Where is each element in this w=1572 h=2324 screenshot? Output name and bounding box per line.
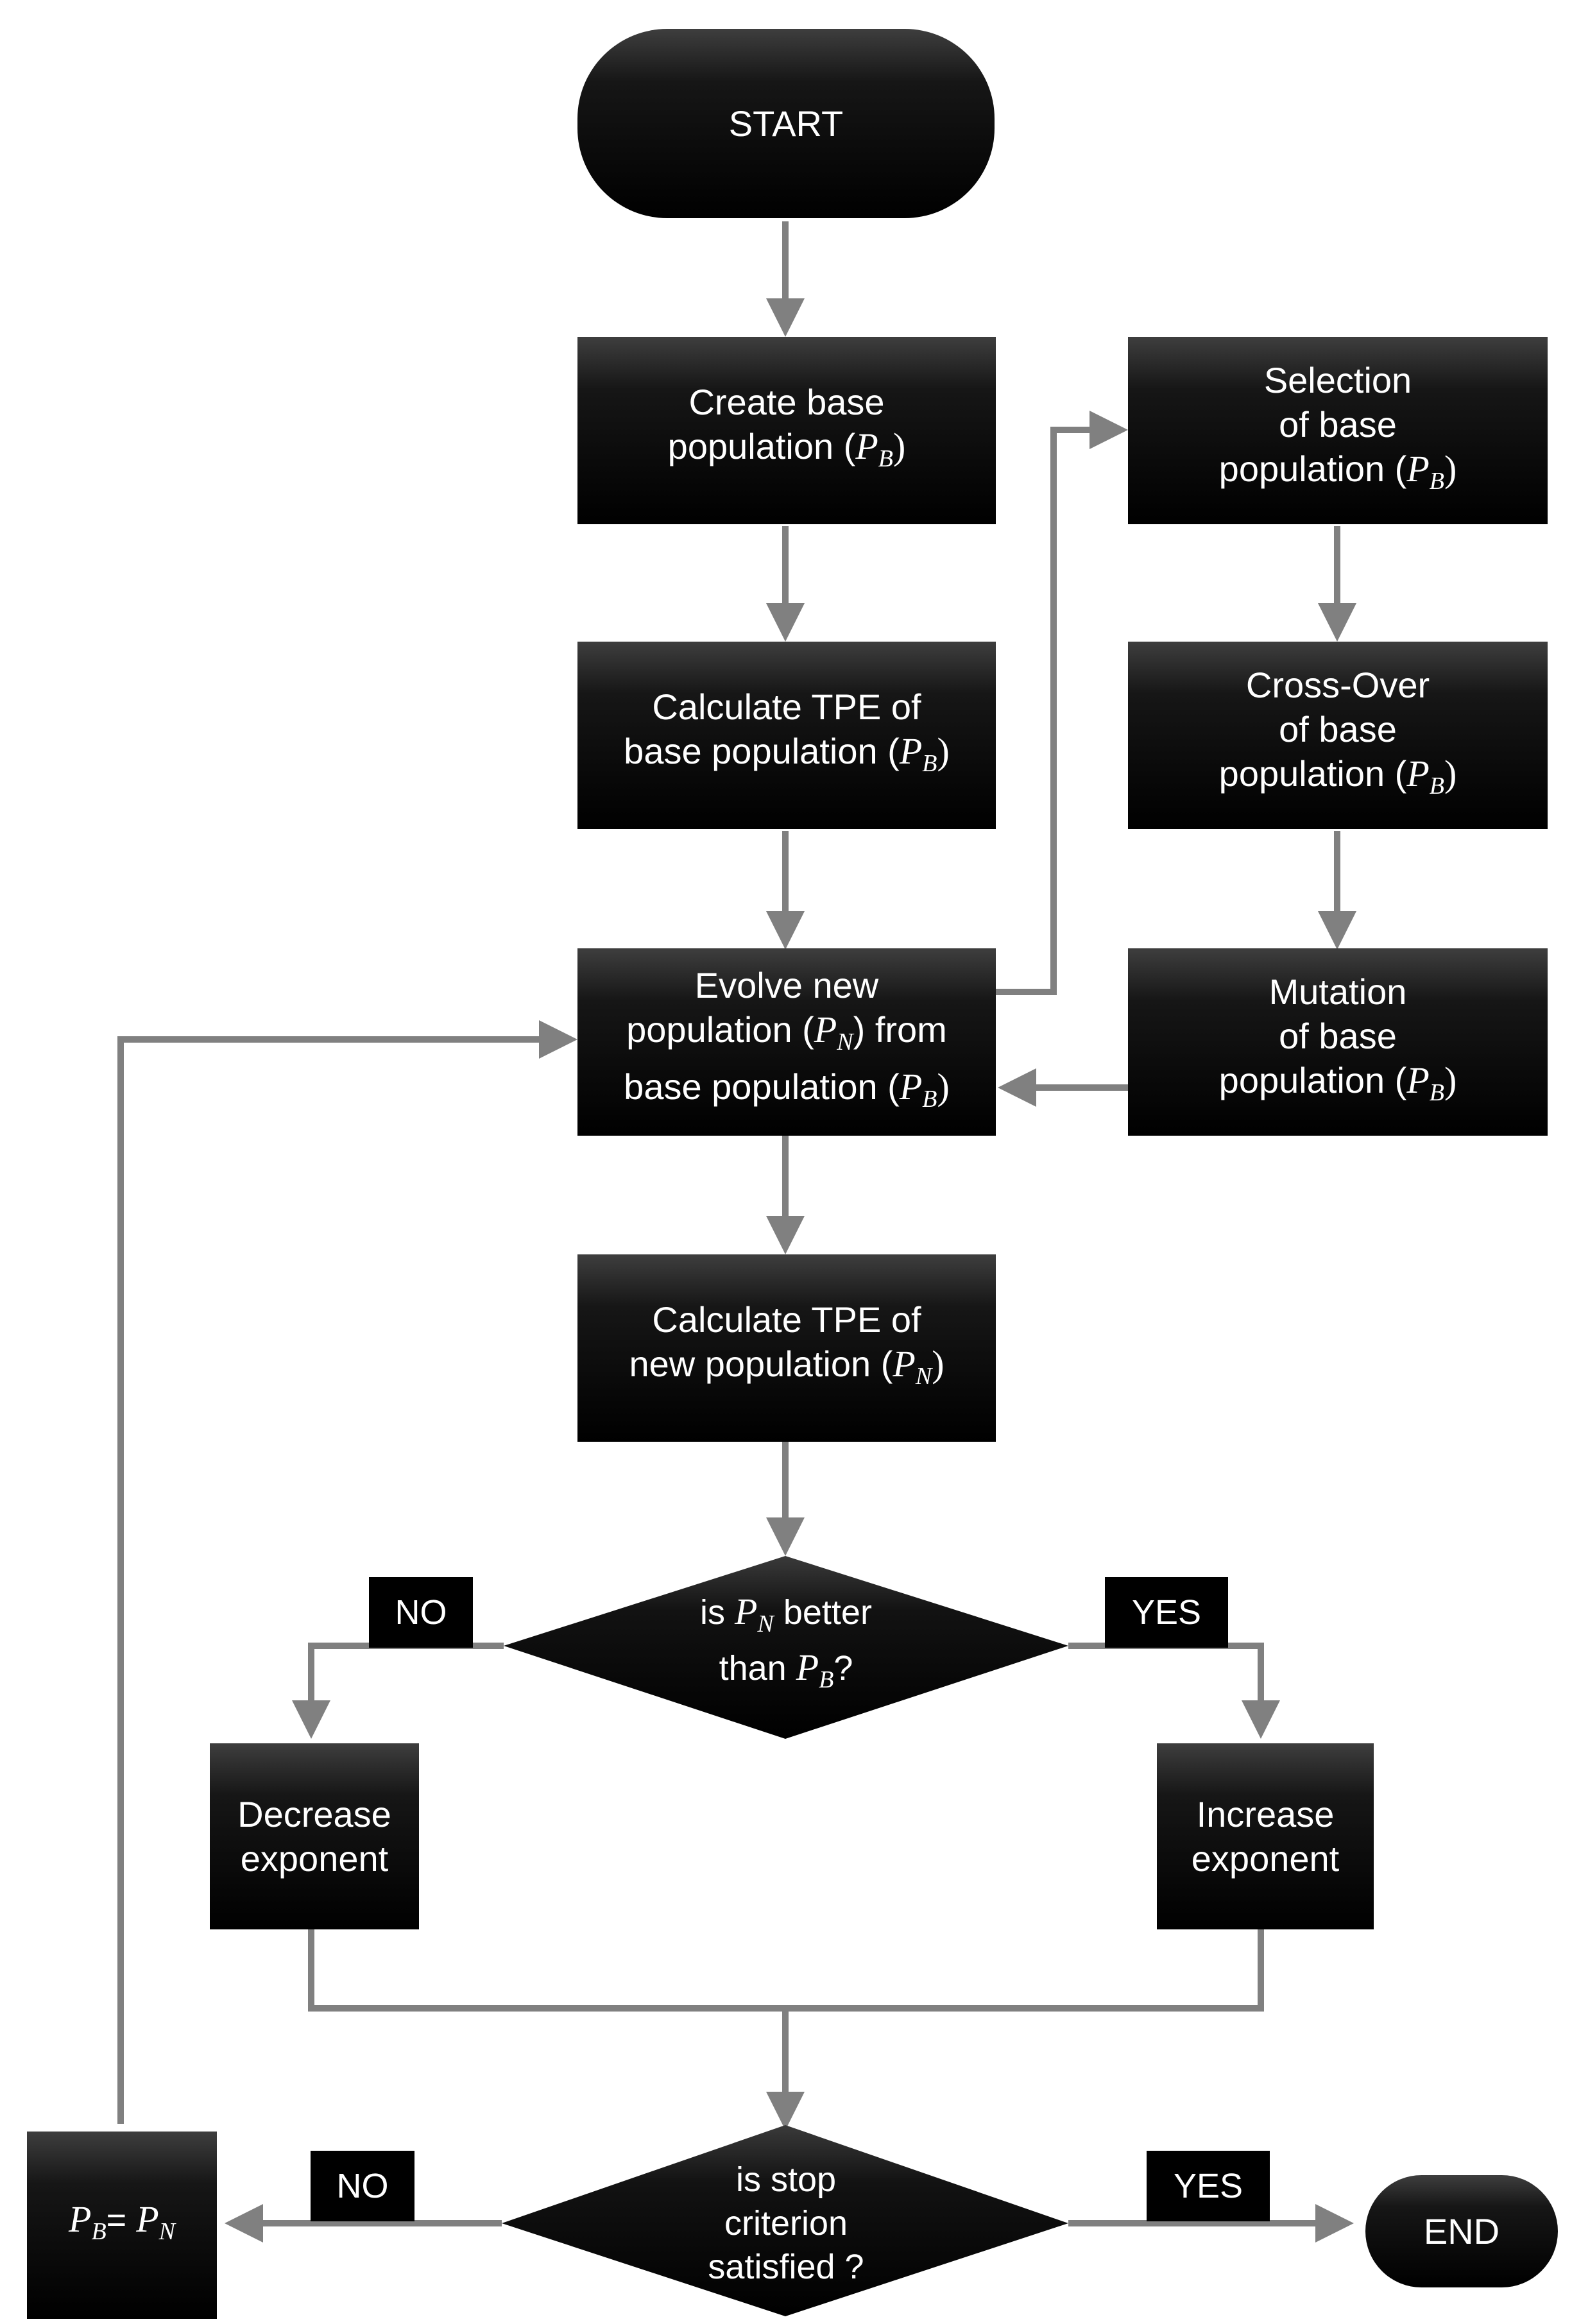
- calc-new-sub: N: [915, 1363, 932, 1390]
- crossover-line2: of base: [1279, 708, 1397, 749]
- selection-close: ): [1444, 447, 1457, 490]
- better-sub-b: B: [819, 1666, 834, 1693]
- evolve-line2b: ) from: [853, 1009, 947, 1050]
- better-line2b: ?: [833, 1649, 853, 1687]
- edge-decrease-increase-merge: [308, 1928, 1264, 2012]
- mutation-sym: P: [1406, 1059, 1430, 1101]
- calc-base-sym: P: [899, 730, 923, 772]
- crossover-sub: B: [1429, 772, 1444, 799]
- increase-line2: exponent: [1191, 1838, 1340, 1879]
- assign-base-population-node: PB= PN: [27, 2132, 217, 2319]
- create-sym: P: [855, 425, 878, 467]
- edge-decision-no-to-decrease: [292, 1643, 504, 1739]
- increase-line1: Increase: [1196, 1794, 1335, 1834]
- evolve-line1: Evolve new: [694, 964, 879, 1005]
- assign-sub-b: B: [91, 2217, 107, 2245]
- create-line1: Create base: [688, 382, 885, 422]
- crossover-close: ): [1444, 752, 1457, 794]
- calc-base-line2: base population (: [624, 731, 900, 771]
- mutation-sub: B: [1429, 1079, 1444, 1106]
- edge-assign-to-evolve: [117, 1020, 577, 2124]
- assign-sub-n: N: [158, 2217, 175, 2245]
- calc-base-line1: Calculate TPE of: [652, 687, 921, 727]
- calc-base-close: ): [937, 730, 950, 772]
- end-terminal: END: [1365, 2175, 1558, 2287]
- evolve-sym-n: P: [814, 1008, 837, 1050]
- evolve-sym-b: P: [899, 1065, 923, 1107]
- stop-yes-label: YES: [1147, 2151, 1270, 2221]
- better-sym-n: P: [735, 1591, 758, 1632]
- selection-line2: of base: [1279, 404, 1397, 445]
- mutation-line3: population (: [1218, 1059, 1407, 1100]
- start-label: START: [728, 103, 844, 144]
- decision-better-text: is PN better than PB?: [642, 1585, 930, 1707]
- evolve-sub-b: B: [922, 1085, 937, 1113]
- mutation-close: ): [1444, 1059, 1457, 1101]
- better-line1a: is: [700, 1593, 735, 1632]
- better-no-label: NO: [369, 1577, 473, 1648]
- create-line2: population (: [667, 426, 856, 466]
- selection-sym: P: [1406, 447, 1430, 490]
- selection-line3: population (: [1218, 448, 1407, 489]
- create-population-node: Create base population (PB): [577, 337, 996, 524]
- decision-stop-shape: [502, 2125, 1068, 2316]
- better-line2a: than: [719, 1649, 796, 1687]
- end-label: END: [1423, 2211, 1500, 2251]
- evolve-line2a: population (: [626, 1009, 814, 1050]
- calculate-tpe-new-node: Calculate TPE of new population (PN): [577, 1254, 996, 1442]
- edge-evolve-to-selection: [995, 411, 1128, 995]
- evolve-close: ): [937, 1065, 950, 1107]
- mutation-node: Mutation of base population (PB): [1128, 948, 1548, 1136]
- stop-line1: is stop: [735, 2160, 837, 2199]
- crossover-node: Cross-Over of base population (PB): [1128, 642, 1548, 829]
- crossover-sym: P: [1406, 752, 1430, 794]
- calc-new-line2: new population (: [629, 1344, 893, 1384]
- increase-exponent-node: Increase exponent: [1157, 1743, 1374, 1929]
- decrease-exponent-node: Decrease exponent: [210, 1743, 419, 1929]
- calc-new-line1: Calculate TPE of: [652, 1299, 921, 1340]
- calculate-tpe-base-node: Calculate TPE of base population (PB): [577, 642, 996, 829]
- assign-eq: =: [106, 2200, 137, 2239]
- better-line1b: better: [773, 1593, 872, 1632]
- create-sub: B: [878, 445, 893, 472]
- decision-stop-text: is stop criterion satisfied ?: [642, 2153, 930, 2294]
- decrease-line2: exponent: [240, 1838, 389, 1879]
- calc-new-sym: P: [893, 1343, 916, 1385]
- evolve-line3: base population (: [624, 1066, 900, 1107]
- better-yes-label: YES: [1105, 1577, 1228, 1648]
- crossover-line1: Cross-Over: [1245, 664, 1430, 705]
- stop-no-label: NO: [311, 2151, 414, 2221]
- mutation-line1: Mutation: [1269, 971, 1407, 1012]
- crossover-line3: population (: [1218, 753, 1407, 794]
- selection-line1: Selection: [1263, 359, 1412, 400]
- decision-better-shape: [504, 1556, 1068, 1739]
- create-close: ): [893, 425, 906, 467]
- calc-new-close: ): [932, 1343, 944, 1385]
- assign-sym-b: P: [69, 2198, 92, 2240]
- edge-decision-yes-to-increase: [1068, 1643, 1280, 1739]
- better-sub-n: N: [757, 1611, 774, 1637]
- assign-sym-n: P: [136, 2198, 159, 2240]
- evolve-sub-n: N: [837, 1028, 853, 1055]
- calc-base-sub: B: [922, 750, 937, 777]
- stop-line2: criterion: [724, 2204, 848, 2243]
- selection-node: Selection of base population (PB): [1128, 337, 1548, 524]
- stop-line3: satisfied ?: [708, 2248, 864, 2286]
- start-terminal: START: [577, 29, 995, 218]
- evolve-population-node: Evolve new population (PN) from base pop…: [577, 948, 996, 1136]
- selection-sub: B: [1429, 467, 1444, 495]
- mutation-line2: of base: [1279, 1015, 1397, 1056]
- better-sym-b: P: [796, 1646, 819, 1688]
- decrease-line1: Decrease: [237, 1794, 391, 1834]
